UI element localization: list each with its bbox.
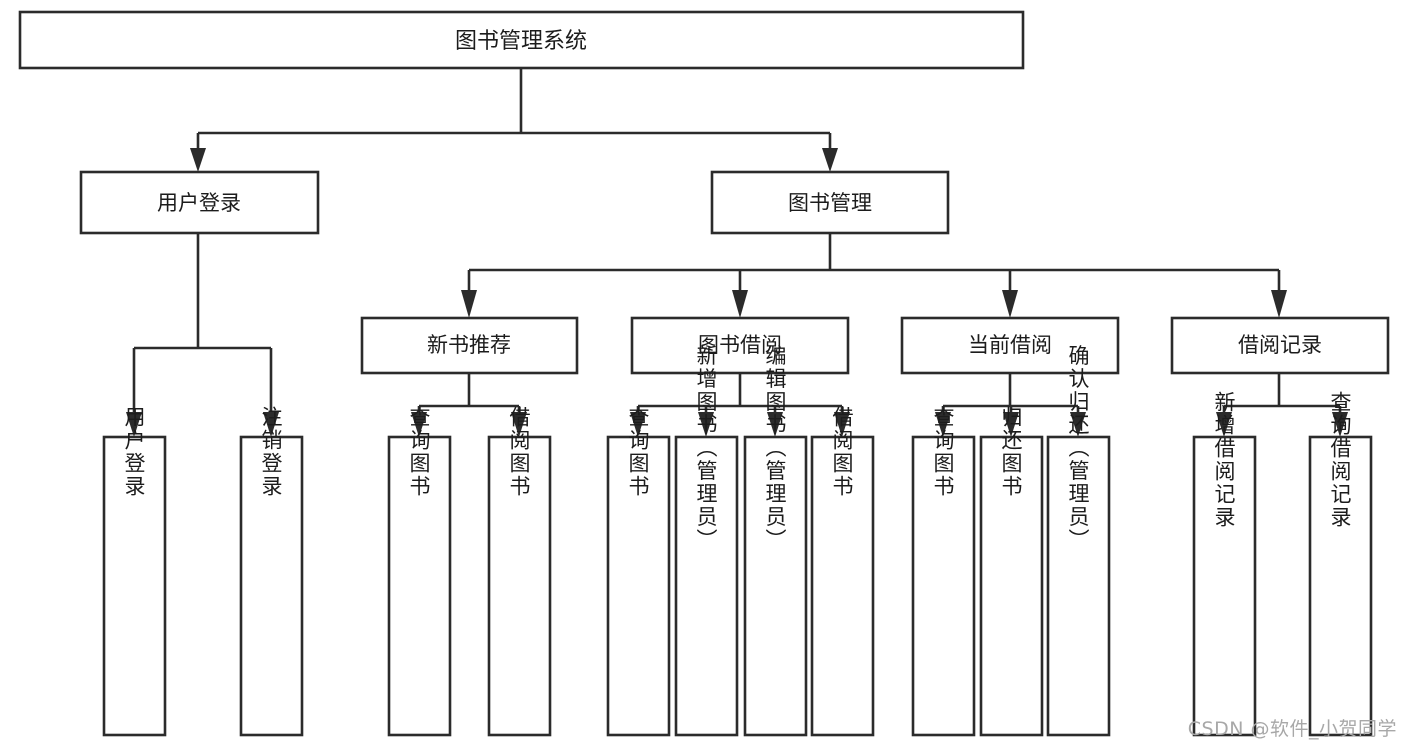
node-leaf-query-book-3[interactable]: 查询图书: [911, 406, 976, 737]
node-leaf-label: 查询图书: [931, 406, 955, 498]
node-leaf-return-book[interactable]: 归还图书: [979, 406, 1044, 737]
arrow-head-icon: [411, 412, 427, 437]
node-leaf-query-book-2[interactable]: 查询图书: [606, 406, 671, 737]
node-leaf-query-record[interactable]: 查询借阅记录: [1308, 391, 1373, 737]
node-book-manage-box[interactable]: [710, 170, 950, 235]
connector-currentborrow-to-leaves: [935, 373, 1086, 437]
node-leaf-box[interactable]: [1308, 435, 1373, 737]
node-leaf-borrow-book-2[interactable]: 借阅图书: [810, 406, 875, 737]
node-leaf-box[interactable]: [743, 435, 808, 737]
arrow-head-icon: [1002, 290, 1018, 318]
arrow-head-icon: [511, 412, 527, 437]
node-leaf-add-record[interactable]: 新增借阅记录: [1192, 391, 1257, 737]
node-leaf-box[interactable]: [911, 435, 976, 737]
arrow-head-icon: [126, 412, 142, 437]
node-leaf-box[interactable]: [1192, 435, 1257, 737]
watermark: CSDN @软件_小贺同学: [1187, 718, 1397, 740]
node-leaf-label: 编辑图书（管理员）: [763, 345, 787, 552]
node-leaf-label: 归还图书: [999, 406, 1023, 498]
node-borrow-record-label: 借阅记录: [1238, 333, 1322, 357]
connector-root-to-level2: [190, 68, 838, 172]
arrow-head-icon: [698, 412, 714, 437]
arrow-head-icon: [935, 412, 951, 437]
node-leaf-label: 确认归还（管理员）: [1066, 345, 1090, 552]
node-leaf-box[interactable]: [1046, 435, 1111, 737]
arrow-head-icon: [263, 412, 279, 437]
node-book-manage[interactable]: 图书管理: [710, 170, 950, 235]
node-book-borrow[interactable]: 图书借阅: [630, 316, 850, 375]
node-leaf-label: 注销登录: [259, 406, 283, 498]
node-book-borrow-box[interactable]: [630, 316, 850, 375]
node-root[interactable]: 图书管理系统: [18, 10, 1025, 70]
node-leaf-label: 查询图书: [407, 406, 431, 498]
node-leaf-label: 借阅图书: [507, 406, 531, 498]
connector-newbook-to-leaves: [411, 373, 527, 437]
node-leaf-label: 新增图书（管理员）: [694, 345, 718, 552]
node-leaf-label: 新增借阅记录: [1212, 391, 1236, 529]
arrow-head-icon: [1216, 412, 1232, 437]
node-user-login[interactable]: 用户登录: [79, 170, 320, 235]
connector-bookborrow-to-leaves: [630, 373, 850, 437]
node-leaf-user-login[interactable]: 用户登录: [102, 406, 167, 737]
node-leaf-label: 查询图书: [626, 406, 650, 498]
node-leaf-label: 用户登录: [122, 406, 146, 498]
arrow-head-icon: [630, 412, 646, 437]
node-leaf-edit-book[interactable]: 编辑图书（管理员）: [743, 345, 808, 737]
node-root-box[interactable]: [18, 10, 1025, 70]
connector-bookmanage-to-level3: [461, 233, 1287, 318]
arrow-head-icon: [1070, 412, 1086, 437]
node-new-book-recommend[interactable]: 新书推荐: [360, 316, 579, 375]
arrow-head-icon: [1003, 412, 1019, 437]
node-leaf-box[interactable]: [487, 435, 552, 737]
node-leaf-add-book[interactable]: 新增图书（管理员）: [674, 345, 739, 737]
node-user-login-label: 用户登录: [157, 191, 241, 215]
node-leaf-confirm-return[interactable]: 确认归还（管理员）: [1046, 345, 1111, 737]
node-borrow-record-box[interactable]: [1170, 316, 1390, 375]
node-leaf-box[interactable]: [606, 435, 671, 737]
node-current-borrow[interactable]: 当前借阅: [900, 316, 1120, 375]
node-leaf-label: 查询借阅记录: [1328, 391, 1352, 529]
node-leaf-box[interactable]: [387, 435, 452, 737]
node-leaf-user-logout[interactable]: 注销登录: [239, 406, 304, 737]
node-leaf-box[interactable]: [979, 435, 1044, 737]
node-user-login-box[interactable]: [79, 170, 320, 235]
arrow-head-icon: [461, 290, 477, 318]
node-leaf-borrow-book-1[interactable]: 借阅图书: [487, 406, 552, 737]
arrow-head-icon: [1271, 290, 1287, 318]
node-leaf-box[interactable]: [239, 435, 304, 737]
arrow-head-icon: [1332, 412, 1348, 437]
node-book-manage-label: 图书管理: [788, 191, 872, 215]
node-book-borrow-label: 图书借阅: [698, 333, 782, 357]
node-leaf-box[interactable]: [102, 435, 167, 737]
node-leaf-label: 借阅图书: [830, 406, 854, 498]
arrow-head-icon: [834, 412, 850, 437]
node-leaf-box[interactable]: [674, 435, 739, 737]
arrow-head-icon: [190, 148, 206, 172]
connector-borrowrecord-to-leaves: [1216, 373, 1348, 437]
arrow-head-icon: [822, 148, 838, 172]
node-current-borrow-label: 当前借阅: [968, 333, 1052, 357]
arrow-head-icon: [767, 412, 783, 437]
connector-userlogin-to-leaves: [126, 233, 279, 437]
node-leaf-query-book-1[interactable]: 查询图书: [387, 406, 452, 737]
node-new-book-recommend-label: 新书推荐: [427, 333, 511, 357]
node-root-label: 图书管理系统: [455, 29, 587, 54]
node-current-borrow-box[interactable]: [900, 316, 1120, 375]
node-new-book-recommend-box[interactable]: [360, 316, 579, 375]
node-borrow-record[interactable]: 借阅记录: [1170, 316, 1390, 375]
arrow-head-icon: [732, 290, 748, 318]
node-leaf-box[interactable]: [810, 435, 875, 737]
